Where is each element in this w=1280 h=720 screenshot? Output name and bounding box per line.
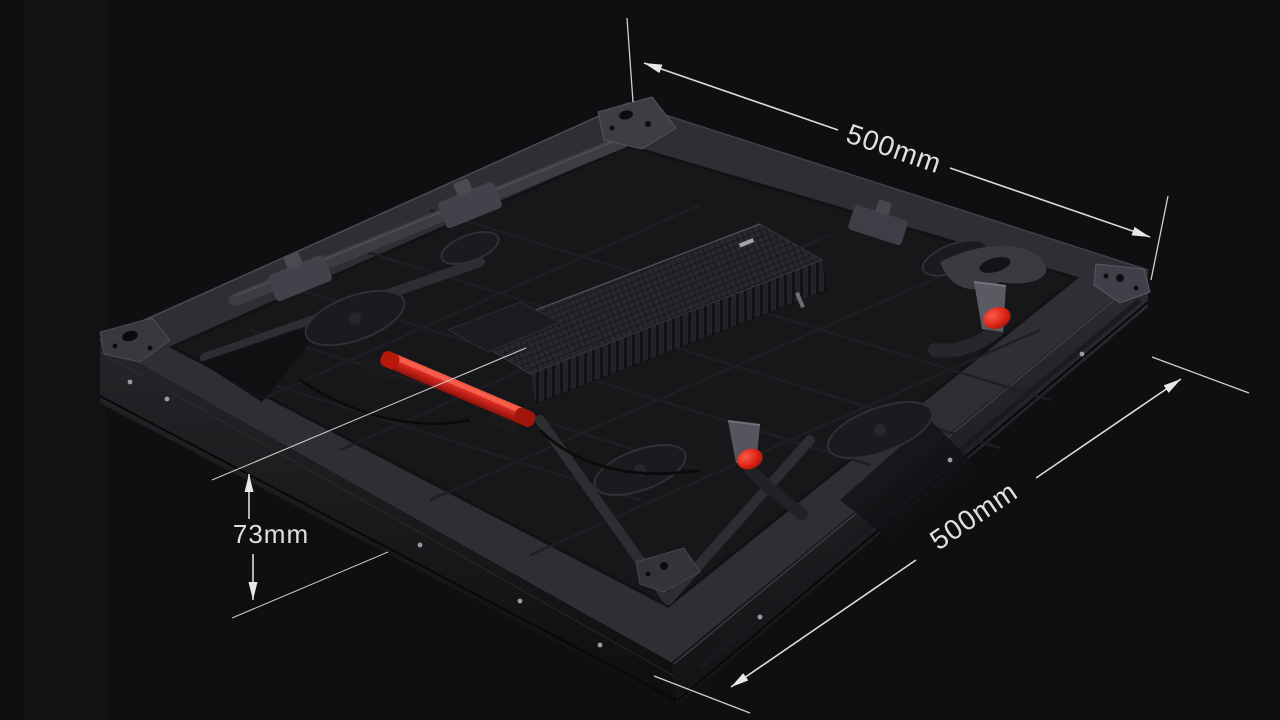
led-panel-render: [99, 96, 1151, 706]
corner-plates: [99, 96, 1151, 593]
rail-clamp: [438, 178, 502, 229]
extension-tick: [1150, 195, 1169, 281]
corner-plate-bottom: [635, 547, 701, 593]
dimension-line: [1035, 378, 1182, 479]
corner-plate-right: [1093, 263, 1151, 304]
top-rail: [228, 135, 1047, 307]
wall-screws: [127, 351, 1085, 648]
handle-bar-red: [362, 351, 536, 434]
dimension-line: [730, 559, 917, 688]
dimension-height: 73mm: [211, 347, 527, 619]
module-carbon-plate: [446, 301, 562, 353]
extension-tick: [626, 17, 634, 103]
dimension-line: [949, 167, 1151, 238]
latch-knob-lower: [727, 420, 808, 520]
dimension-label-height: 73mm: [233, 519, 309, 549]
extension-tick: [1151, 356, 1250, 394]
extension-line: [211, 347, 527, 481]
bracket-hole: [979, 257, 1011, 273]
power-module: [446, 223, 828, 405]
rail-clamp: [848, 199, 908, 245]
interior-disks: [304, 231, 989, 496]
rail-clamp: [268, 251, 332, 302]
background-band: [24, 0, 106, 720]
latch-knob-right: [928, 281, 1011, 358]
panel-side-left: [100, 340, 677, 706]
extension-line: [231, 551, 389, 619]
extension-tick: [653, 675, 751, 714]
corner-plate-top: [597, 96, 677, 150]
module-side-chip: [795, 291, 805, 309]
dimension-line: [643, 62, 839, 131]
module-label-chip: [738, 238, 755, 248]
corner-plate-left: [99, 317, 171, 363]
